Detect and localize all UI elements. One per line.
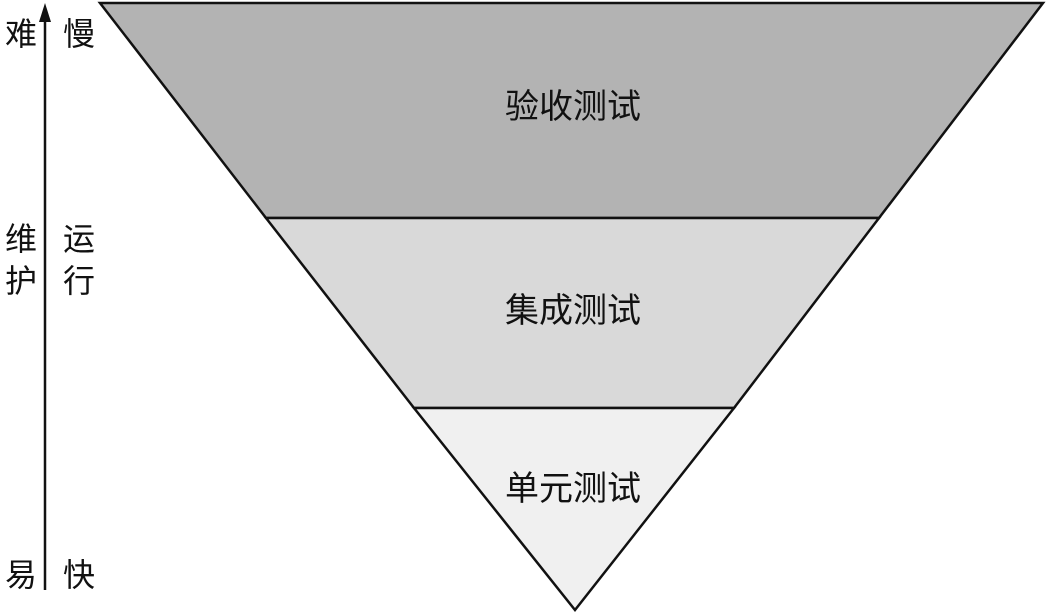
right-label-xing: 行 [63,262,95,300]
left-label-hard: 难 [5,15,37,53]
left-label-hu: 护 [5,262,37,300]
layer-unit-test [411,406,737,613]
right-label-slow: 慢 [63,15,95,53]
right-label-fast: 快 [63,556,95,594]
left-label-easy: 易 [5,556,37,594]
axis-arrow-head [39,3,51,22]
layer-label-integration-test: 集成测试 [505,291,641,331]
layer-label-unit-test: 单元测试 [505,469,641,509]
right-label-yun: 运 [63,220,95,258]
layer-label-acceptance-test: 验收测试 [505,87,641,127]
left-label-wei: 维 [5,220,37,258]
